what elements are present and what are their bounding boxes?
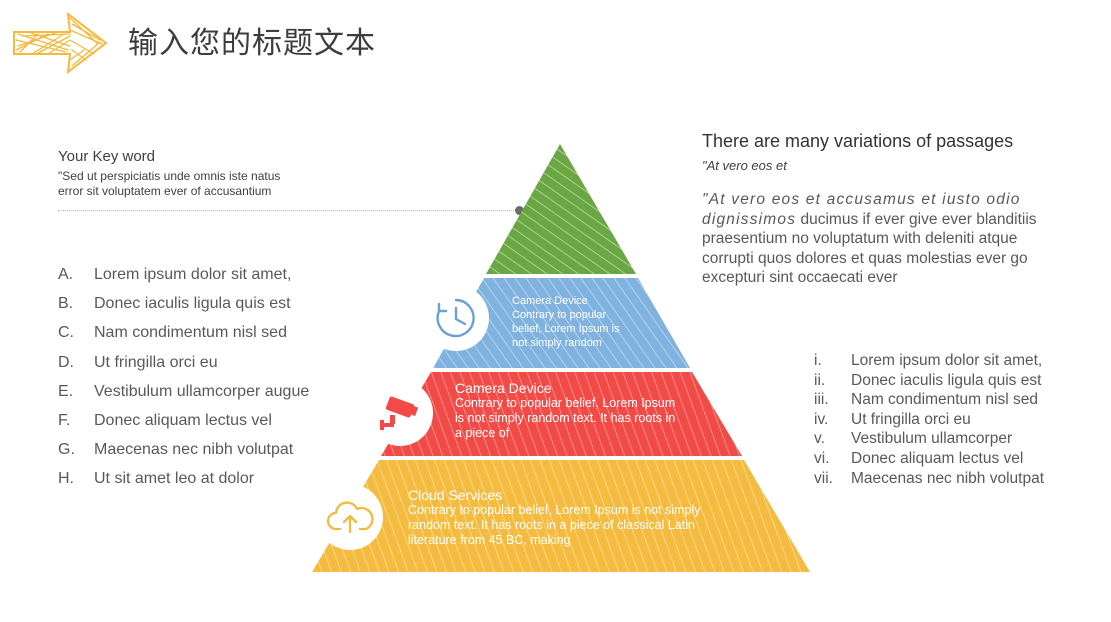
list-item: B. Donec iaculis ligula quis est: [58, 295, 309, 324]
right-heading: There are many variations of passages: [702, 131, 1014, 151]
keyword-title: Your Key word: [58, 148, 156, 165]
level2-text-block: Camera Device Contrary to popular belief…: [455, 381, 683, 441]
list-item-text: Lorem ipsum dolor sit amet,: [94, 266, 292, 283]
list-marker: vii.: [814, 469, 833, 487]
list-item-text: Ut fringilla orci eu: [851, 410, 971, 428]
list-item-text: Maecenas nec nibh volutpat: [94, 441, 294, 459]
level2-badge: [367, 380, 433, 446]
list-item-text: Nam condimentum nisl sed: [94, 324, 287, 342]
list-item-text: Donec iaculis ligula quis est: [851, 371, 1042, 389]
list-item: vii. Maecenas nec nibh volutpat: [814, 470, 1044, 490]
list-marker: D.: [58, 353, 74, 371]
page-title: 输入您的标题文本: [128, 26, 376, 61]
list-item-text: Lorem ipsum dolor sit amet,: [851, 352, 1043, 369]
list-item-text: Donec iaculis ligula quis est: [94, 295, 291, 313]
level3-text-block: Camera Device Contrary to popular belief…: [512, 294, 637, 350]
level3-description: Contrary to popular belief, Lorem Ipsum …: [512, 309, 620, 349]
level3-title: Camera Device: [512, 295, 588, 307]
list-item-text: Ut sit amet leo at dolor: [94, 470, 255, 488]
list-item-text: Donec aliquam lectus vel: [851, 449, 1024, 467]
list-item-text: Donec aliquam lectus vel: [94, 411, 272, 429]
list-marker: vi.: [814, 449, 830, 467]
list-item: H. Ut sit amet leo at dolor: [58, 470, 309, 499]
alpha-list: A. Lorem ipsum dolor sit amet, B. Donec ia…: [58, 266, 309, 500]
list-marker: v.: [814, 430, 825, 448]
clock-icon: [436, 298, 475, 338]
keyword-description: "Sed ut perspiciatis unde omnis iste nat…: [58, 169, 281, 198]
list-marker: F.: [58, 411, 71, 429]
level1-badge: [317, 484, 383, 550]
list-item: G. Maecenas nec nibh volutpat: [58, 441, 309, 470]
list-item: C. Nam condimentum nisl sed: [58, 324, 309, 353]
pyramid-level-1: [312, 460, 810, 572]
list-item: E. Vestibulum ullamcorper augue: [58, 383, 309, 412]
list-marker: E.: [58, 382, 74, 400]
pyramid-level-top: [486, 144, 636, 274]
list-item-text: Ut fringilla orci eu: [94, 353, 218, 371]
list-item: i. Lorem ipsum dolor sit amet,: [814, 352, 1044, 372]
roman-list: i. Lorem ipsum dolor sit amet, ii. Donec i…: [814, 352, 1044, 489]
list-item: iv. Ut fringilla orci eu: [814, 411, 1044, 431]
paragraph-lead: "At vero eos et accusamus et iusto odio …: [702, 191, 1021, 228]
list-item: vi. Donec aliquam lectus vel: [814, 450, 1044, 470]
list-item: F. Donec aliquam lectus vel: [58, 412, 309, 441]
list-item: iii. Nam condimentum nisl sed: [814, 391, 1044, 411]
level2-description: Contrary to popular belief, Lorem Ipsum …: [455, 396, 676, 440]
paragraph-rest: ducimus if ever give ever blanditiis pra…: [702, 210, 1037, 287]
list-item: ii. Donec iaculis ligula quis est: [814, 372, 1044, 392]
list-item-text: Vestibulum ullamcorper: [851, 430, 1013, 448]
cloud-upload-icon: [326, 501, 374, 534]
list-marker: H.: [58, 470, 74, 488]
right-paragraph: "At vero eos et accusamus et iusto odio …: [702, 190, 1054, 288]
connector-dot: [515, 206, 524, 215]
list-marker: ii.: [814, 371, 826, 389]
hand-drawn-arrow-icon: [13, 11, 108, 74]
list-marker: C.: [58, 324, 74, 342]
list-item: A. Lorem ipsum dolor sit amet,: [58, 266, 309, 295]
list-marker: iii.: [814, 391, 829, 409]
level1-title: Cloud Services: [408, 487, 503, 503]
list-marker: i.: [814, 352, 822, 369]
level1-text-block: Cloud Services Contrary to popular belie…: [408, 488, 743, 548]
list-marker: B.: [58, 295, 74, 313]
pyramid-level-3: [433, 278, 690, 368]
security-camera-icon: [380, 396, 419, 430]
list-marker: iv.: [814, 410, 829, 428]
level2-title: Camera Device: [455, 380, 552, 396]
list-marker: G.: [58, 441, 75, 459]
list-item: D. Ut fringilla orci eu: [58, 354, 309, 383]
pyramid-level-2: [381, 372, 742, 456]
list-marker: A.: [58, 266, 74, 283]
level3-badge: [423, 285, 489, 351]
pyramid-graphic: [312, 144, 810, 572]
list-item-text: Nam condimentum nisl sed: [851, 391, 1038, 409]
right-subheading: "At vero eos et: [702, 158, 787, 173]
list-item-text: Vestibulum ullamcorper augue: [94, 382, 310, 400]
level1-description: Contrary to popular belief, Lorem Ipsum …: [408, 503, 701, 547]
connector-line: [58, 210, 520, 211]
list-item-text: Maecenas nec nibh volutpat: [851, 469, 1045, 487]
list-item: v. Vestibulum ullamcorper: [814, 430, 1044, 450]
